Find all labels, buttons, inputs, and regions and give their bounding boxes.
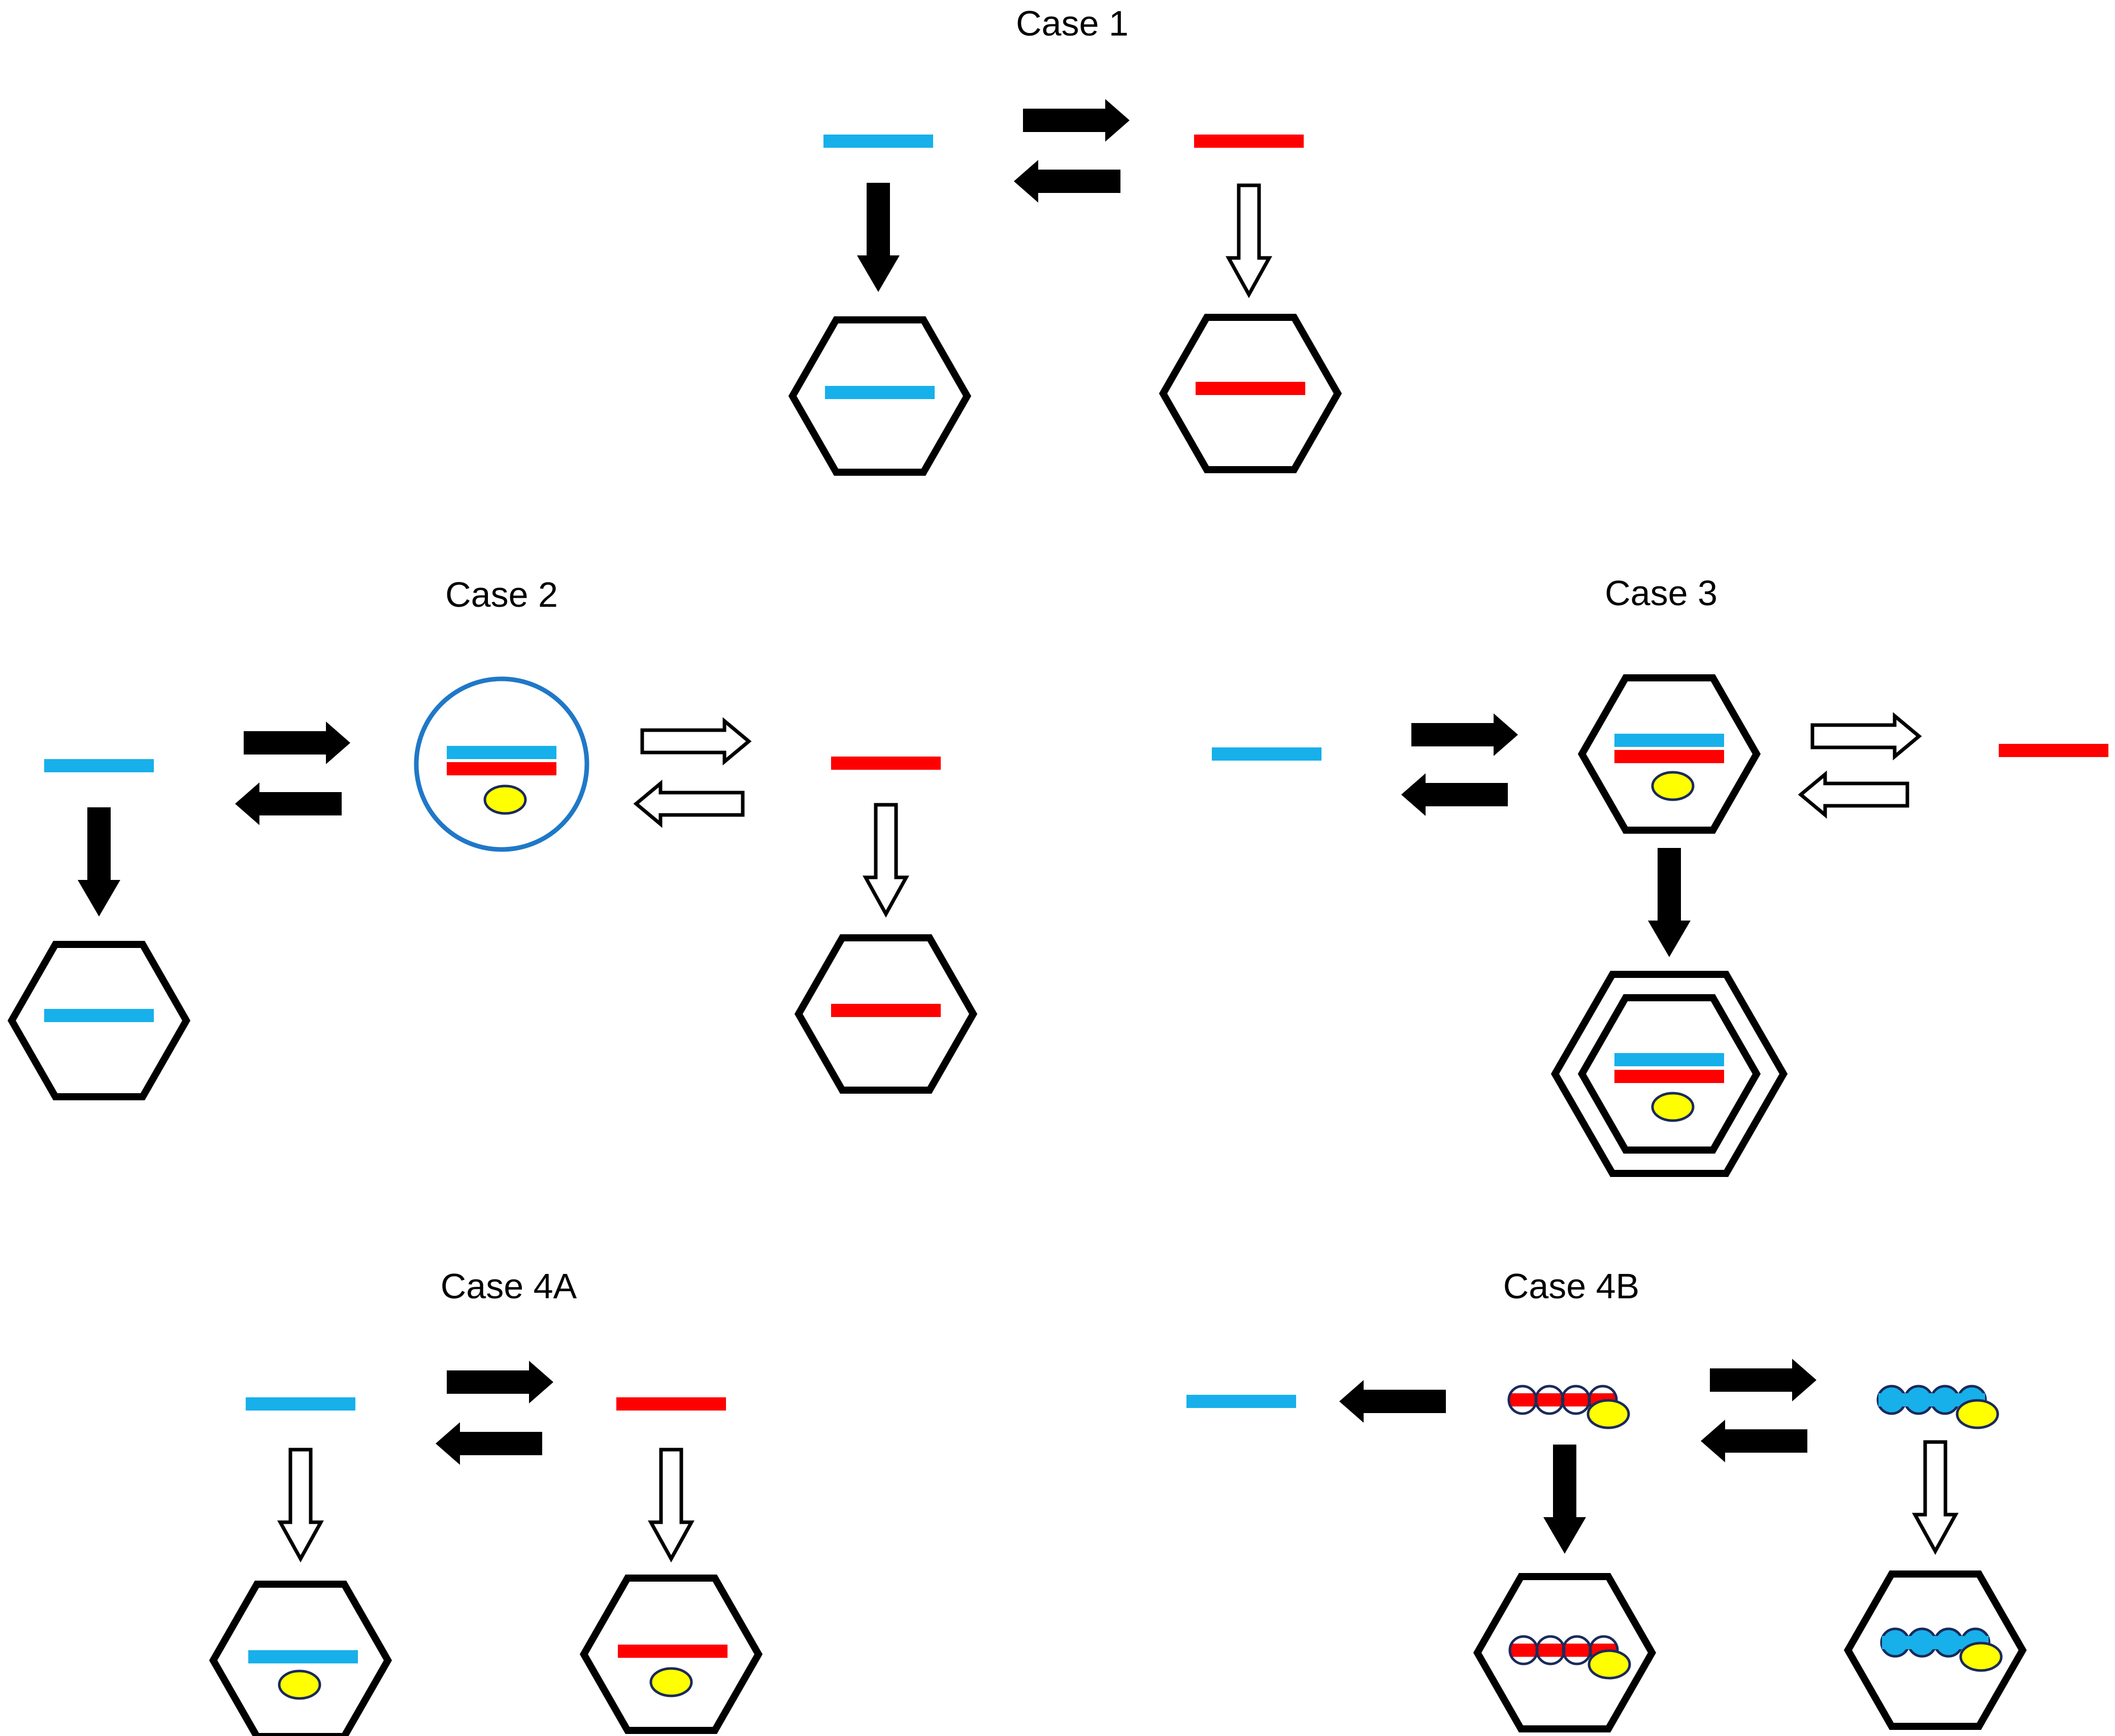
case-1-red-strand [1194,135,1304,148]
case-3-forward-solid-arrow [1411,713,1518,756]
case-3-label: Case 3 [1605,573,1717,613]
case-3-capsid-blue-strand [1614,1053,1724,1066]
case-3-down-arrow [1648,848,1691,957]
case-4a-forward-arrow [447,1361,553,1403]
case-2-reverse-hollow-arrow [636,783,743,824]
case-4b-blue-beaded-chain [1878,1386,1998,1428]
case-4b-forward-arrow [1710,1359,1816,1401]
case-4a-blue-ligand [279,1671,320,1698]
case-1-forward-arrow [1023,99,1130,142]
case-1-blue-strand-in-hexagon [825,386,935,399]
case-3-reverse-solid-arrow [1401,773,1508,816]
case-2-blue-strand [44,759,154,772]
case-2-forward-solid-arrow [244,722,350,764]
case-2-blue-down-arrow [78,807,120,916]
case-4a-blue-strand-in-hexagon [248,1650,358,1663]
case-4b-blue-strand [1186,1395,1296,1408]
case-3-complex-blue-strand [1614,734,1724,747]
case-4b-panel: Case 4B [1186,1266,2023,1729]
case-4a-blue-down-arrow [280,1450,321,1559]
case-2-red-strand-in-hexagon [831,1004,941,1017]
case-4b-left-arrow [1339,1380,1446,1423]
case-4b-blue-chain-in-hexagon [1881,1629,2001,1671]
case-4a-panel: Case 4A [213,1266,758,1736]
case-3-panel: Case 3 [1212,573,2108,1173]
case-3-forward-hollow-arrow [1812,716,1919,757]
case-2-complex-red-strand [447,762,556,775]
case-4a-blue-strand [246,1397,355,1411]
case-4a-red-strand [616,1397,726,1411]
case-3-capsid-ligand [1653,1093,1693,1121]
case-2-red-strand [831,757,941,770]
case-4b-label: Case 4B [1503,1266,1639,1306]
case-4a-red-ligand [651,1668,691,1696]
case-4b-red-down-arrow [1543,1445,1586,1554]
case-3-blue-strand [1212,747,1321,761]
case-2-red-down-arrow [866,805,906,914]
case-1-blue-down-arrow [857,183,900,292]
case-4b-red-beaded-chain [1509,1386,1629,1428]
case-2-panel: Case 2 [12,575,973,1097]
case-4a-reverse-arrow [436,1422,542,1465]
case-2-blue-strand-in-hexagon [44,1009,154,1022]
case-3-complex-ligand [1653,772,1693,800]
case-1-label: Case 1 [1016,4,1129,43]
case-4a-red-strand-in-hexagon [618,1645,728,1658]
case-4b-reverse-arrow [1701,1420,1807,1462]
case-2-reverse-solid-arrow [235,782,342,825]
case-3-reverse-hollow-arrow [1801,774,1907,815]
case-4a-label: Case 4A [441,1266,577,1306]
case-1-red-down-arrow [1229,185,1269,294]
case-3-complex-red-strand [1614,750,1724,763]
case-1-panel: Case 1 [792,4,1338,472]
case-4b-red-chain-in-hexagon [1510,1636,1630,1678]
case-2-forward-hollow-arrow [642,721,749,762]
case-2-label: Case 2 [445,575,558,614]
case-4b-blue-down-arrow [1915,1442,1956,1551]
case-1-reverse-arrow [1014,160,1120,203]
case-2-complex-ligand [485,786,525,813]
case-3-red-strand [1999,744,2108,757]
case-4a-red-down-arrow [651,1450,691,1559]
case-1-blue-strand [823,135,933,148]
case-1-red-strand-in-hexagon [1196,382,1305,395]
case-2-complex-circle [414,676,589,852]
case-2-complex-blue-strand [447,746,556,759]
case-3-capsid-red-strand [1614,1070,1724,1083]
